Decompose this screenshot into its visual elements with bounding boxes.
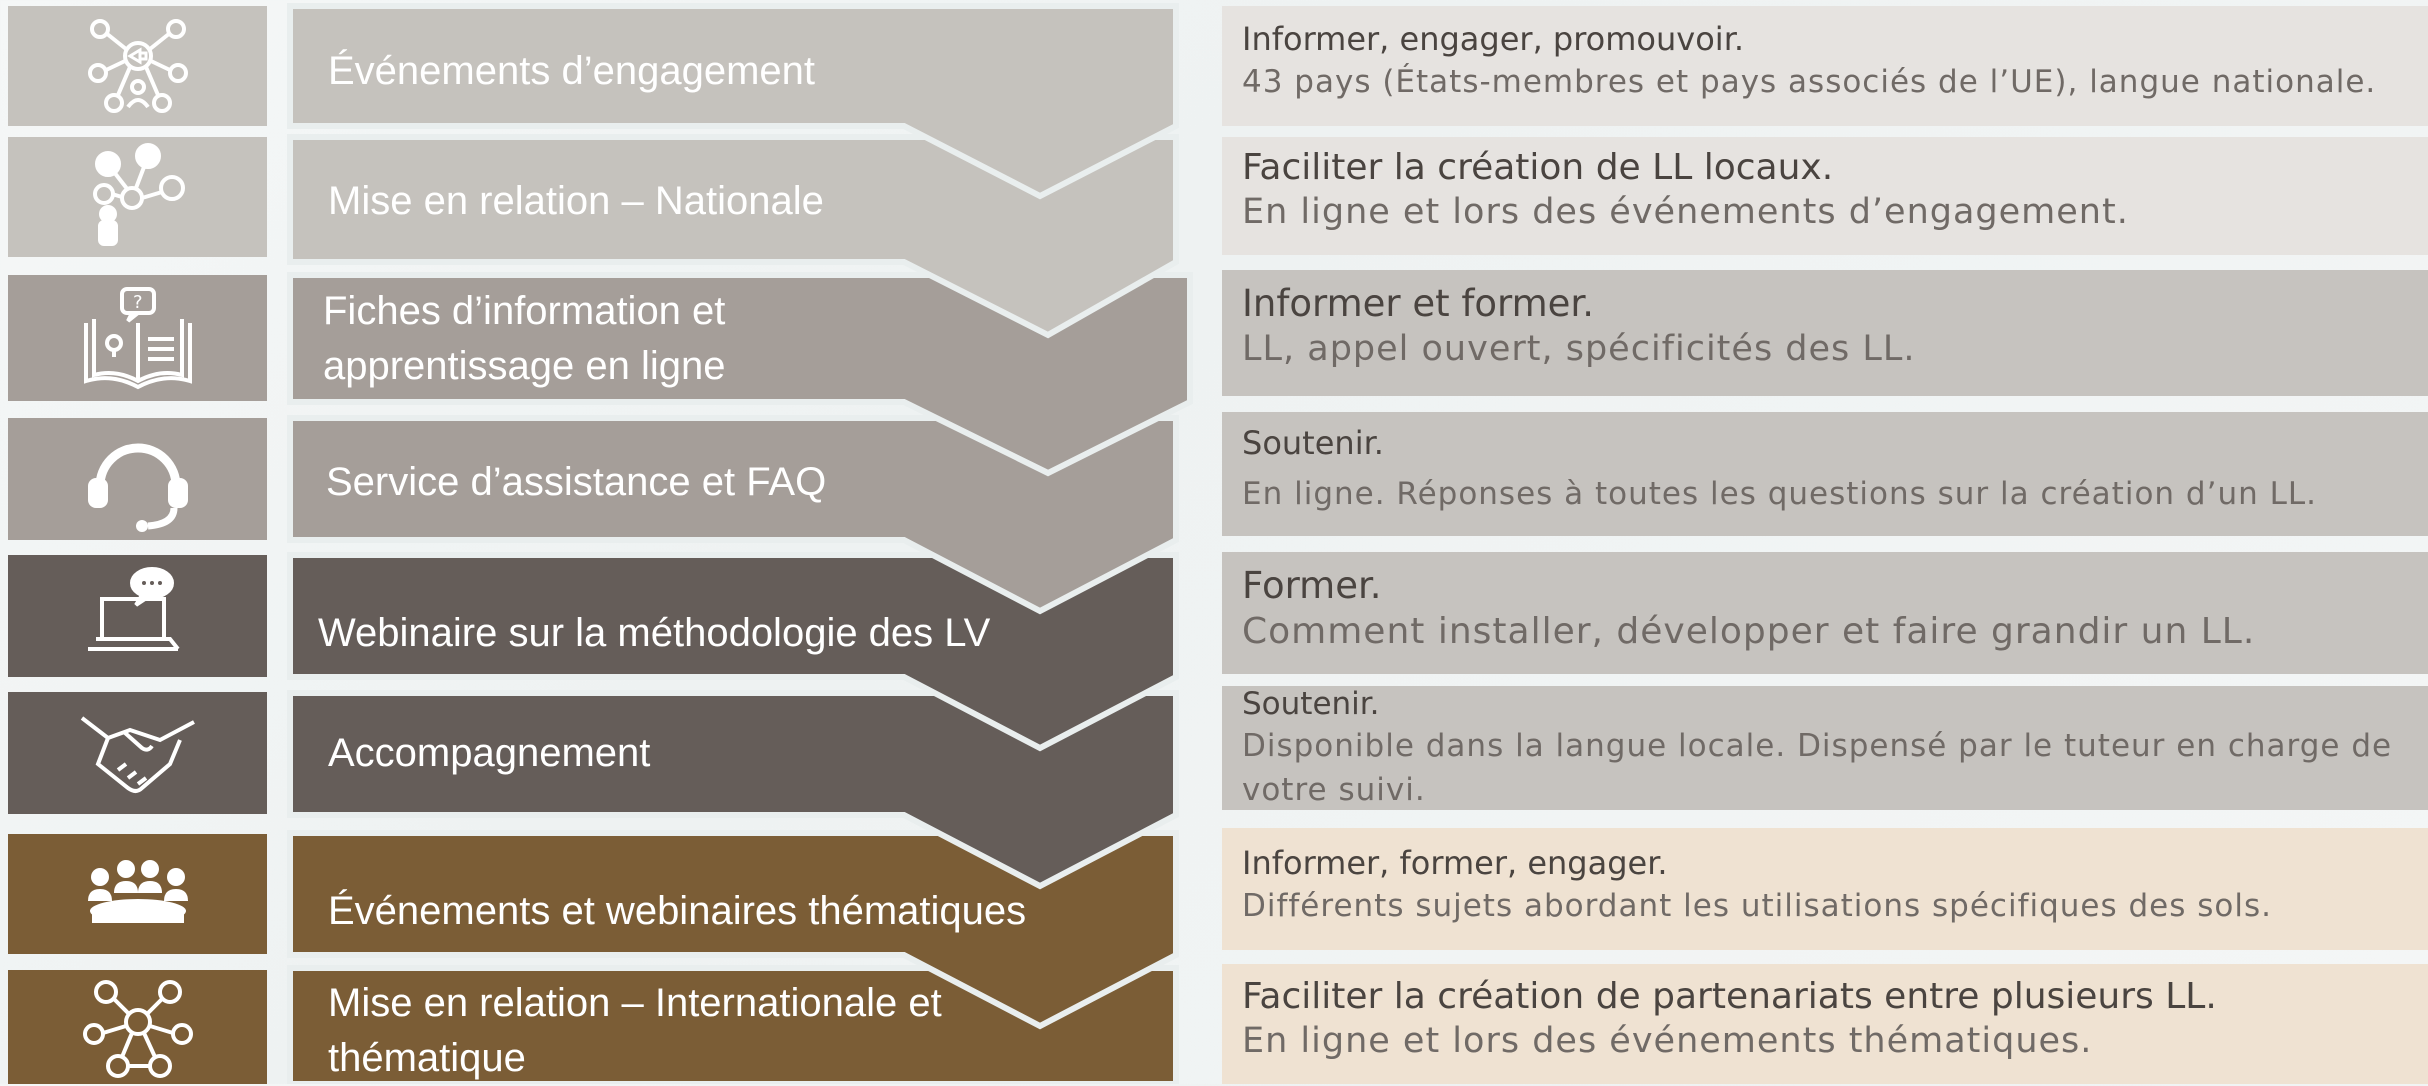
description-body: En ligne et lors des événements d’engage… xyxy=(1242,192,2129,232)
description-body: En ligne et lors des événements thématiq… xyxy=(1242,1021,2093,1061)
chevron-label-7: Événements et webinaires thématiques xyxy=(328,889,1027,933)
description-body: Disponible dans la langue locale. Dispen… xyxy=(1242,728,2393,808)
description-body: 43 pays (États-membres et pays associés … xyxy=(1242,64,2377,100)
chevron-shape-1 xyxy=(287,3,1179,200)
description-body: Comment installer, développer et faire g… xyxy=(1242,611,2256,652)
chevron-shape-8 xyxy=(287,965,1179,1084)
chevron-shape-6 xyxy=(287,690,1179,890)
chevron-label-3: Fiches d’information et apprentissage en… xyxy=(323,289,726,389)
description-row-8: Faciliter la création de partenariats en… xyxy=(1222,964,2428,1084)
chevron-shape-2 xyxy=(287,134,1179,339)
icon-box-5 xyxy=(8,555,267,677)
chevron-label-5: Webinaire sur la méthodologie des LV xyxy=(318,611,991,655)
icon-box-8 xyxy=(8,970,267,1084)
icon-box-6 xyxy=(8,692,267,814)
description-title: Informer, engager, promouvoir. xyxy=(1242,20,1745,58)
description-row-1: Informer, engager, promouvoir. 43 pays (… xyxy=(1222,6,2428,126)
description-body: En ligne. Réponses à toutes les question… xyxy=(1242,476,2317,512)
chevron-label-6: Accompagnement xyxy=(328,731,651,775)
chevron-shape-7 xyxy=(287,830,1179,1030)
network-megaphone-icon xyxy=(87,19,188,113)
description-row-7: Informer, former, engager. Différents su… xyxy=(1222,828,2428,950)
chevron-label-4: Service d’assistance et FAQ xyxy=(326,460,827,504)
description-row-5: Former. Comment installer, développer et… xyxy=(1222,552,2428,674)
description-title: Soutenir. xyxy=(1242,686,1380,722)
chevron-label-8: Mise en relation – Internationale et thé… xyxy=(328,981,942,1081)
open-book-icon: ? xyxy=(83,287,192,390)
description-title: Faciliter la création de partenariats en… xyxy=(1242,976,2217,1017)
chevron-shape-4 xyxy=(287,415,1179,615)
icon-box-7 xyxy=(8,834,267,954)
chevron-label-1: Événements d’engagement xyxy=(328,49,815,93)
description-title: Former. xyxy=(1242,564,1382,607)
icon-box-4 xyxy=(8,418,267,540)
description-title: Informer et former. xyxy=(1242,282,1595,325)
meeting-group-icon xyxy=(87,860,188,923)
description-body: LL, appel ouvert, spécificités des LL. xyxy=(1242,329,1916,369)
description-row-3: Informer et former. LL, appel ouvert, sp… xyxy=(1222,270,2428,396)
chevron-shape-3 xyxy=(287,272,1193,477)
description-row-4: Soutenir. En ligne. Réponses à toutes le… xyxy=(1222,412,2428,536)
chevron-label-2: Mise en relation – Nationale xyxy=(328,179,824,223)
description-title: Faciliter la création de LL locaux. xyxy=(1242,147,1834,188)
people-network-icon xyxy=(92,143,185,246)
handshake-icon xyxy=(80,716,195,793)
description-body: Différents sujets abordant les utilisati… xyxy=(1242,888,2272,924)
description-title: Soutenir. xyxy=(1242,424,1384,462)
icon-box-3: ? xyxy=(8,275,267,401)
laptop-chat-icon xyxy=(87,567,180,651)
svg-text:?: ? xyxy=(133,292,143,313)
chevron-shape-5 xyxy=(287,552,1179,752)
description-row-2: Faciliter la création de LL locaux. En l… xyxy=(1222,137,2428,255)
icon-box-1 xyxy=(8,6,267,126)
description-row-6: Soutenir. Disponible dans la langue loca… xyxy=(1222,686,2428,810)
description-title: Informer, former, engager. xyxy=(1242,844,1668,882)
headset-icon xyxy=(87,443,188,532)
icon-box-2 xyxy=(8,137,267,257)
molecule-network-icon xyxy=(82,980,193,1078)
